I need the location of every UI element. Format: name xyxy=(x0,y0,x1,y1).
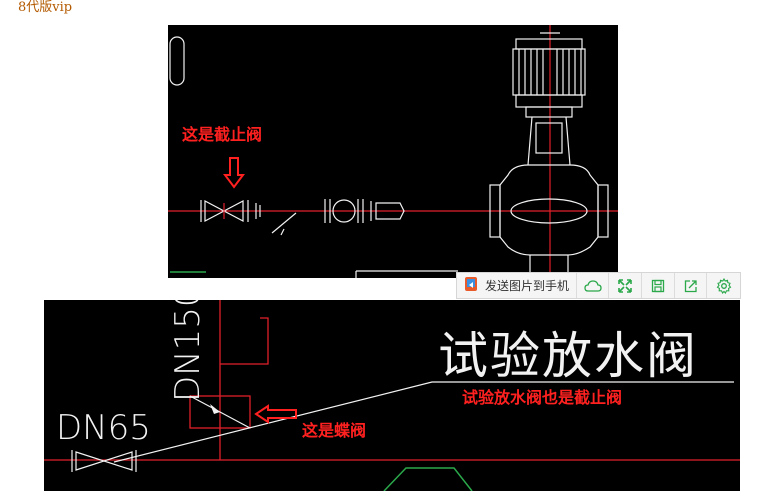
settings-button[interactable] xyxy=(707,273,740,298)
cad-panel-top: 这是截止阀 xyxy=(168,25,618,278)
phone-send-icon xyxy=(463,276,479,295)
bottom-valve-symbol xyxy=(71,450,137,472)
cad-label-dn150: DN150 xyxy=(168,300,208,402)
send-to-phone-label: 发送图片到手机 xyxy=(485,279,570,293)
send-to-phone-button[interactable]: 发送图片到手机 xyxy=(457,273,577,298)
expand-icon xyxy=(618,278,633,293)
cad-label-dn65: DN65 xyxy=(56,408,151,448)
butterfly-valve-symbol xyxy=(189,395,251,429)
image-toolbar: 发送图片到手机 xyxy=(456,272,741,299)
annotation-test-drain-valve: 试验放水阀也是截止阀 xyxy=(462,388,623,407)
cad-slot-shape xyxy=(169,36,185,86)
leader-line xyxy=(113,381,734,463)
cad-drawing-top xyxy=(168,25,618,278)
annotation-globe-valve: 这是截止阀 xyxy=(182,125,263,144)
cad-label-test-drain-valve: 试验放水阀 xyxy=(438,327,698,385)
save-icon xyxy=(651,279,665,292)
cloud-icon xyxy=(583,279,602,292)
globe-valve-symbol xyxy=(200,200,249,222)
red-pipe-network xyxy=(44,300,740,461)
gear-icon xyxy=(716,277,732,294)
share-button[interactable] xyxy=(675,273,708,298)
save-button[interactable] xyxy=(642,273,675,298)
check-valve-symbol xyxy=(255,203,297,236)
cad-panel-bottom: DN150 DN65 试验放水阀 试验放水阀也是截止阀 这是蝶阀 xyxy=(44,300,740,491)
share-icon xyxy=(684,279,697,292)
top-label: 8代版vip xyxy=(18,0,73,15)
green-fragment xyxy=(383,467,473,491)
cloud-button[interactable] xyxy=(577,273,610,298)
fullscreen-button[interactable] xyxy=(609,273,643,298)
annotation-butterfly-valve: 这是蝶阀 xyxy=(302,421,367,440)
cad-drawing-bottom xyxy=(44,300,740,491)
pump-symbol xyxy=(489,32,609,278)
inline-valve-symbol xyxy=(324,199,405,223)
arrow-down-icon xyxy=(223,157,245,189)
arrow-left-icon xyxy=(254,404,297,424)
